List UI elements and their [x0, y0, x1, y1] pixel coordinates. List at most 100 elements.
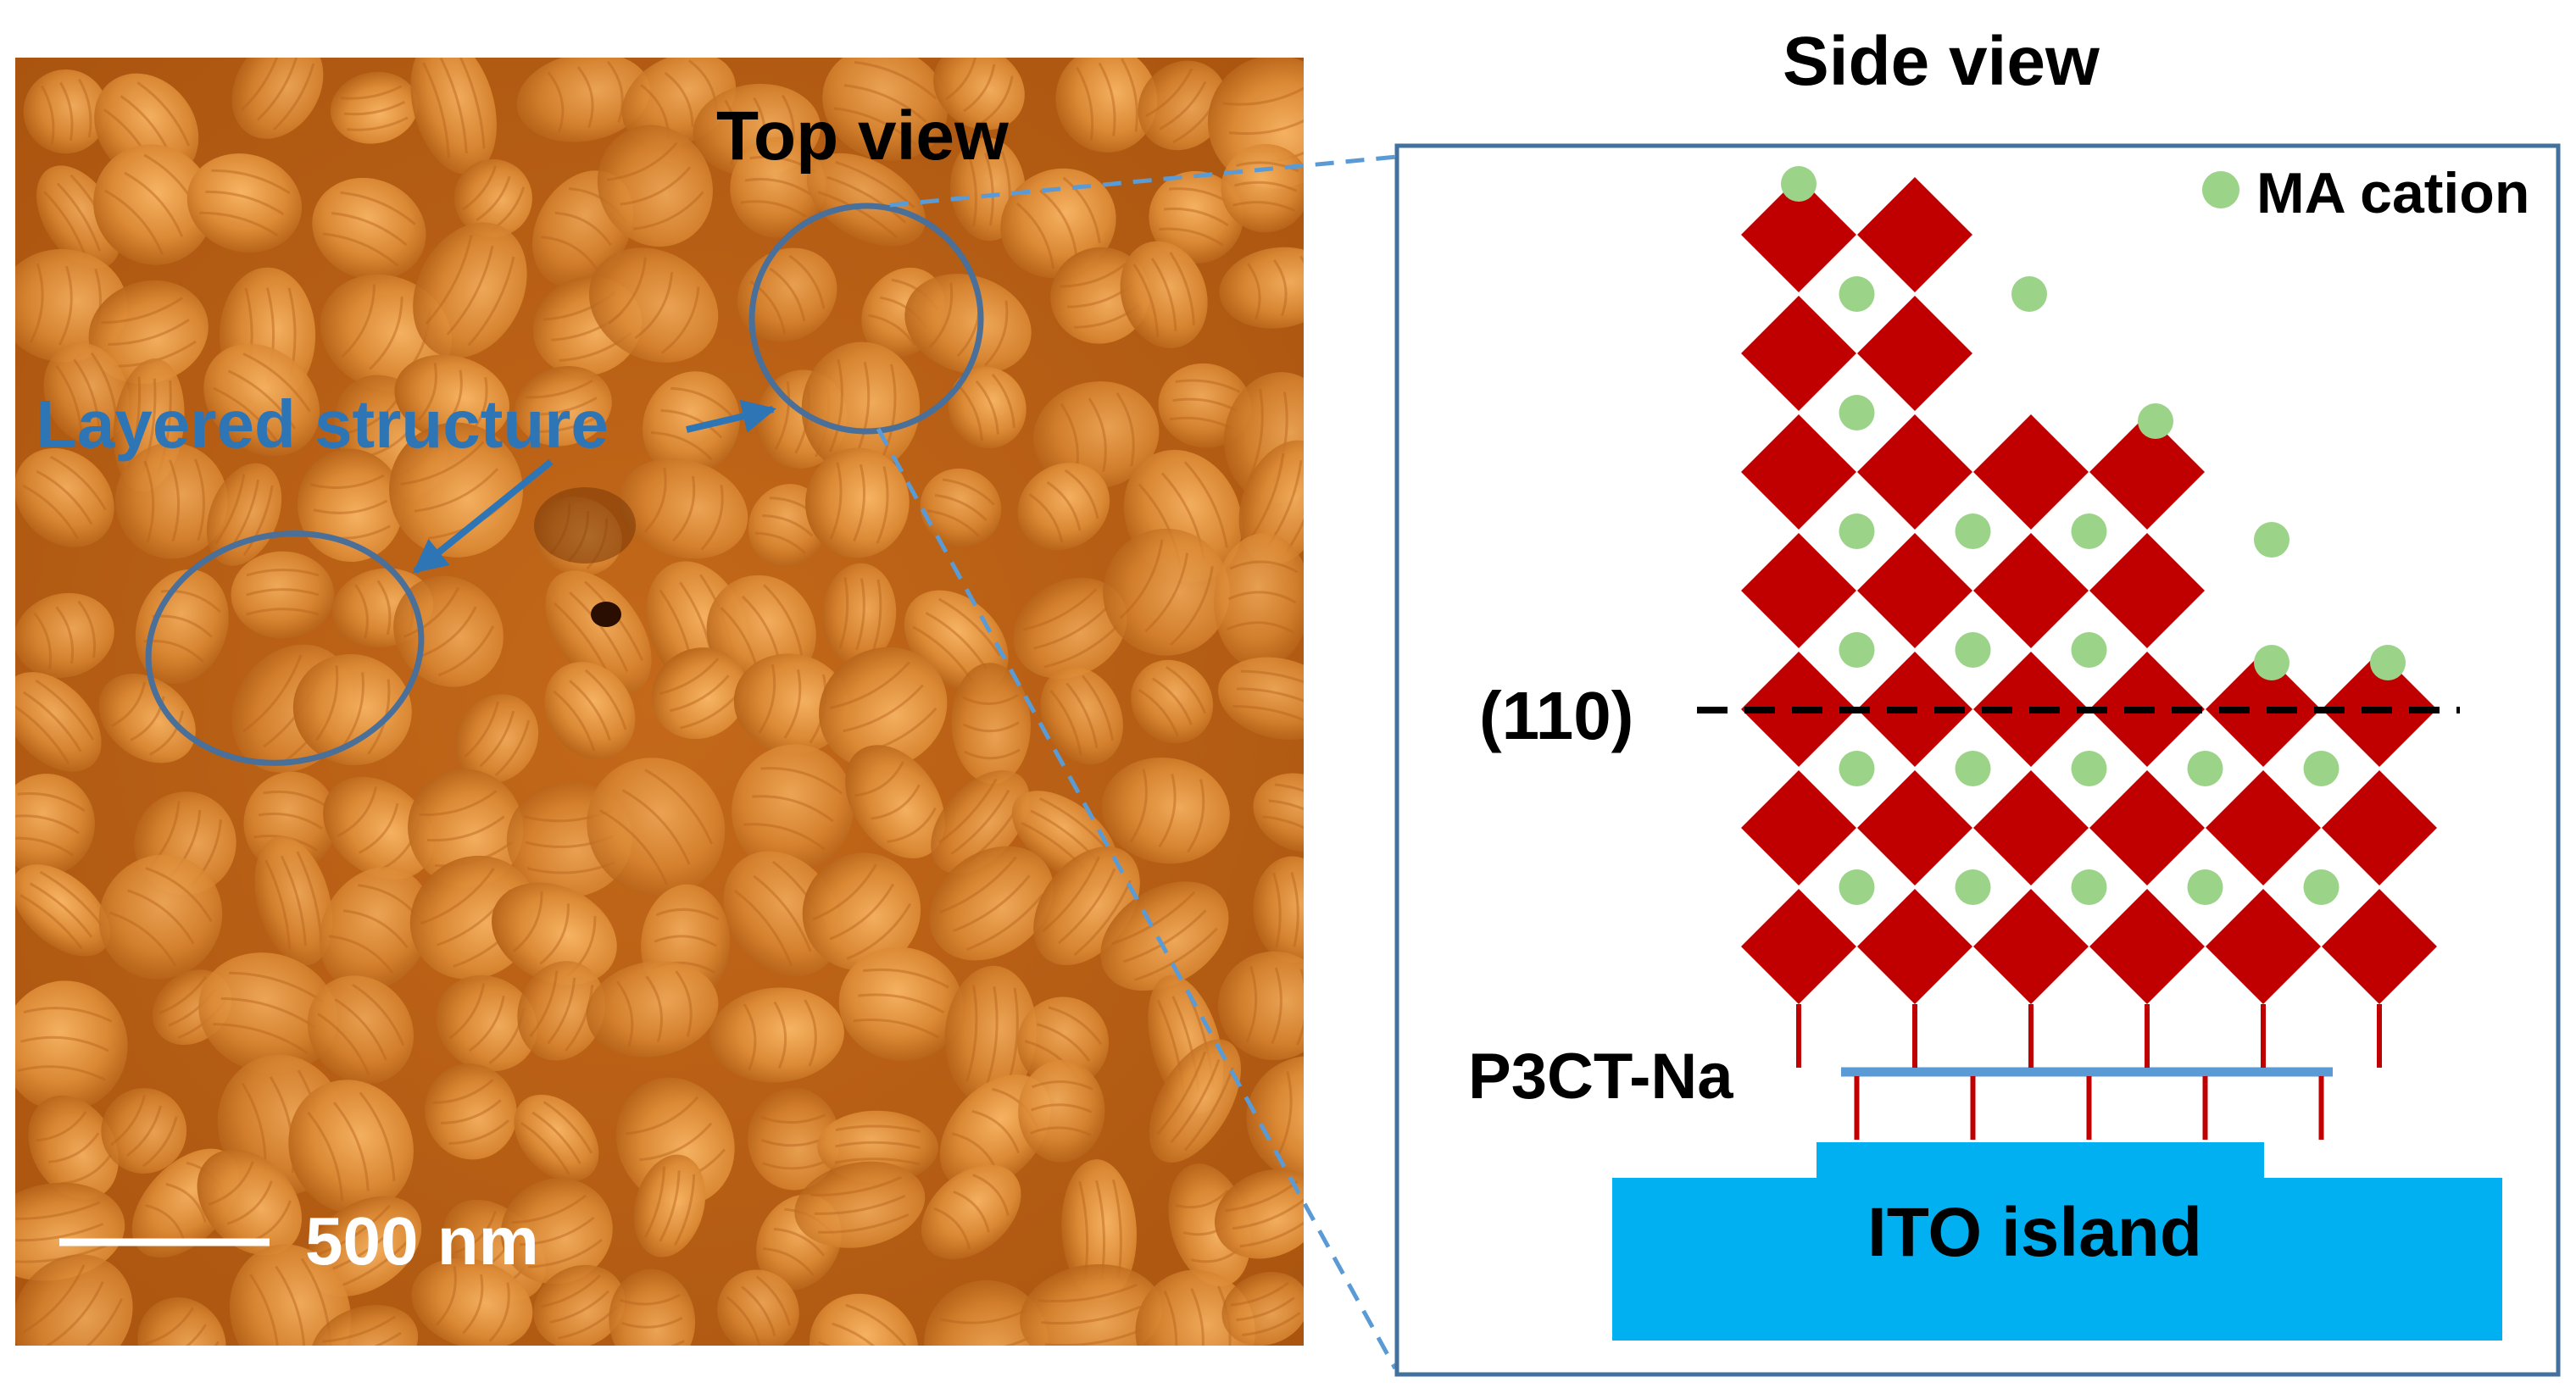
afm-terrace-line: [462, 1274, 484, 1335]
afm-grain: [1032, 381, 1160, 489]
afm-terrace-line: [240, 58, 283, 112]
afm-terrace-line: [1041, 1305, 1141, 1325]
afm-terrace-line: [246, 569, 320, 577]
afm-terrace-line: [1170, 566, 1214, 646]
legend-cation-label: MA cation: [2256, 161, 2529, 225]
afm-grain: [1217, 657, 1304, 741]
afm-terrace-line: [33, 612, 52, 670]
afm-terrace-line: [512, 891, 543, 952]
afm-terrace-line: [340, 191, 416, 225]
ma-cation: [1839, 276, 1875, 312]
afm-terrace-line: [376, 580, 392, 636]
afm-grain: [586, 961, 719, 1058]
afm-grain: [1017, 463, 1110, 551]
afm-terrace-line: [1111, 891, 1196, 946]
ma-cation: [1955, 514, 1991, 549]
afm-terrace-line: [724, 99, 738, 166]
afm-terrace-line: [1229, 560, 1299, 574]
afm-terrace-line: [1159, 80, 1207, 130]
afm-terrace-line: [783, 669, 802, 739]
afm-terrace-line: [758, 663, 776, 734]
afm-terrace-line: [1031, 1080, 1093, 1091]
afm-grain: [921, 1164, 1021, 1260]
ma-cation: [2187, 869, 2223, 905]
afm-terrace-line: [576, 66, 594, 129]
afm-terrace-line: [280, 855, 307, 946]
afm-grain: [643, 371, 740, 477]
ma-cation: [2303, 751, 2340, 786]
afm-terrace-line: [1119, 539, 1164, 619]
afm-terrace-line: [774, 381, 791, 451]
afm-terrace-line: [858, 993, 945, 1014]
afm-terrace-line: [1129, 769, 1148, 843]
afm-terrace-line: [332, 1102, 370, 1191]
afm-terrace-line: [246, 588, 320, 597]
afm-terrace-line: [829, 883, 895, 941]
afm-terrace-line: [1158, 774, 1177, 848]
afm-terrace-line: [1221, 80, 1304, 106]
afm-terrace-line: [441, 1099, 502, 1124]
afm-terrace-line: [1015, 202, 1054, 269]
afm-terrace-line: [145, 867, 213, 923]
afm-terrace-line: [1039, 797, 1110, 851]
afm-terrace-line: [211, 169, 291, 195]
p3ct-linkers: [1796, 1004, 2382, 1140]
afm-terrace-line: [763, 1247, 815, 1276]
afm-terrace-line: [1030, 1126, 1092, 1137]
afm-terrace-line: [868, 314, 916, 347]
afm-terrace-line: [744, 178, 811, 196]
afm-terrace-line: [882, 364, 897, 458]
afm-terrace-line: [814, 1195, 906, 1215]
afm-terrace-line: [634, 271, 674, 340]
afm-grain: [516, 58, 651, 142]
afm-grain: [794, 1161, 926, 1248]
afm-terrace-line: [248, 1274, 281, 1346]
afm-terrace-line: [1065, 682, 1099, 748]
afm-terrace-line: [42, 1281, 104, 1346]
afm-terrace-line: [620, 166, 692, 206]
afm-terrace-line: [950, 789, 1010, 855]
afm-terrace-line: [675, 970, 693, 1037]
afm-terrace-line: [838, 577, 849, 649]
ma-cation: [2071, 751, 2107, 786]
afm-terrace-line: [818, 1213, 910, 1234]
afm-terrace-line: [1033, 607, 1108, 650]
afm-grain: [394, 354, 509, 443]
afm-terrace-line: [242, 485, 274, 556]
afm-grain: [436, 974, 537, 1072]
afm-grain: [717, 1269, 799, 1346]
afm-terrace-line: [488, 1282, 510, 1342]
afm-terrace-line: [15, 836, 75, 857]
afm-grain: [203, 343, 320, 457]
top-view-circle: [748, 203, 984, 435]
afm-terrace-line: [1165, 665, 1206, 714]
afm-terrace-line: [108, 911, 177, 967]
afm-terrace-line: [871, 579, 882, 652]
afm-terrace-line: [48, 1132, 100, 1163]
afm-grain: [292, 653, 412, 766]
afm-terrace-line: [1183, 461, 1228, 548]
afm-terrace-line: [1159, 227, 1224, 247]
afm-grain: [929, 846, 1054, 961]
octahedron: [1973, 533, 2089, 648]
afm-terrace-line: [733, 889, 793, 967]
afm-terrace-line: [103, 189, 164, 255]
octahedron: [2089, 889, 2205, 1004]
legend-cation-dot: [2202, 171, 2239, 208]
afm-terrace-line: [817, 191, 899, 239]
afm-terrace-line: [539, 903, 570, 965]
afm-terrace-line: [425, 235, 473, 325]
plane-110-label: (110): [1479, 678, 1633, 753]
ma-cation: [1839, 395, 1875, 430]
afm-terrace-line: [608, 257, 647, 325]
octahedron: [1741, 296, 1856, 411]
afm-terrace-line: [144, 1307, 194, 1346]
afm-terrace-line: [414, 468, 499, 513]
afm-terrace-line: [939, 856, 1017, 914]
afm-terrace-line: [1151, 677, 1193, 725]
afm-grain: [197, 1149, 303, 1256]
afm-grain: [948, 366, 1027, 449]
afm-terrace-line: [1296, 969, 1304, 1046]
